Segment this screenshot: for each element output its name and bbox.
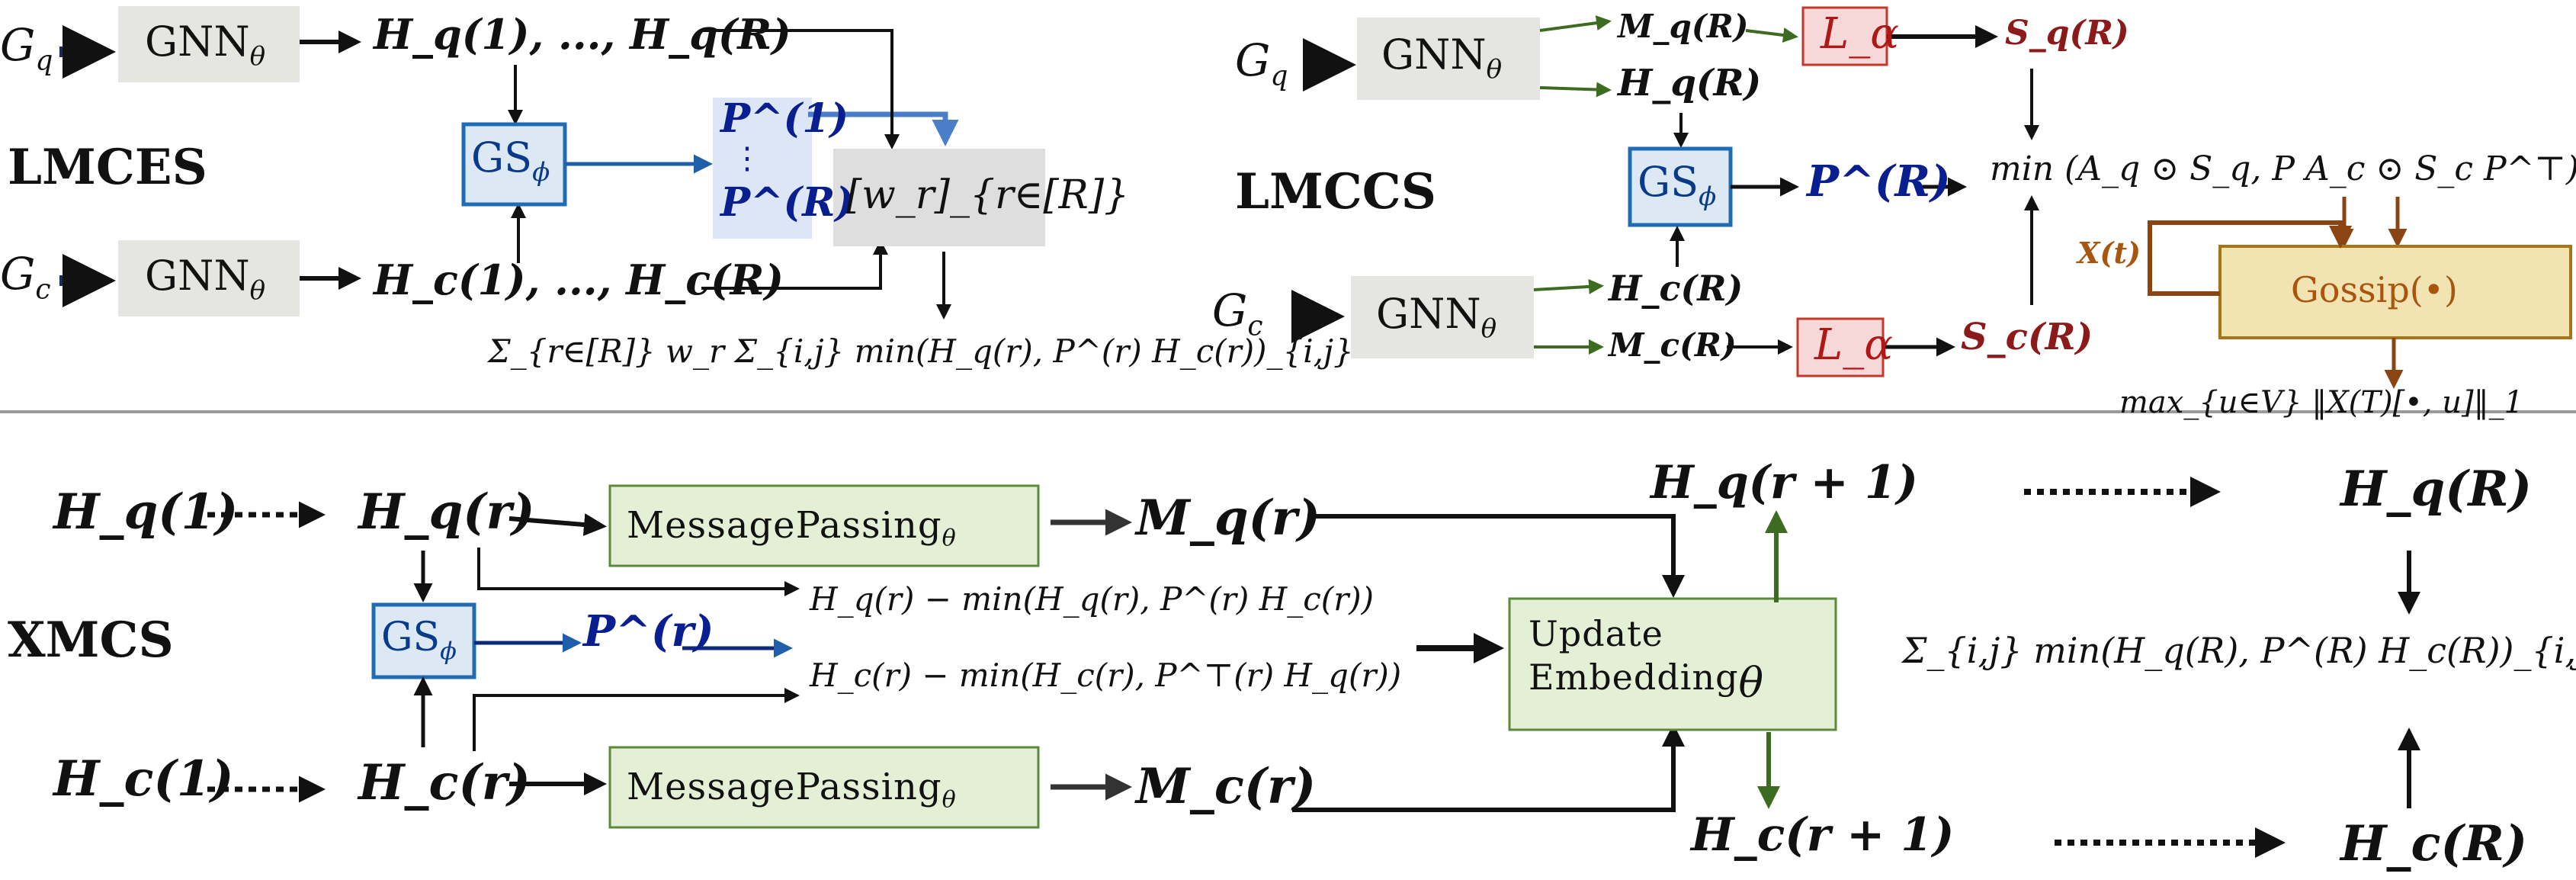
xmcs-expr-c: H_c(r) − min(H_c(r), P^⊤(r) H_q(r)) xyxy=(810,657,1402,694)
lmces-title: LMCES xyxy=(8,139,207,196)
xmcs-hc1: H_c(1) xyxy=(53,750,234,808)
xmcs-hcr: H_c(r) xyxy=(358,754,531,811)
lmccs-xt: X(t) xyxy=(2077,236,2141,270)
lmccs-gc-label: Gc xyxy=(1212,284,1263,342)
lmccs-mq-to-lalpha-arrow xyxy=(1745,27,1798,43)
xmcs-update-line2: Embeddingθ xyxy=(1529,657,1765,708)
lmccs-gnn-q-box xyxy=(1357,18,1540,100)
lmccs-gossip-box xyxy=(2218,245,2572,339)
lmces-hqR-to-wr-arrow xyxy=(701,29,900,149)
lmccs-gnn-q-to-hq-arrow xyxy=(1539,82,1612,98)
lmccs-gnn-c-label: GNNθ xyxy=(1376,290,1497,344)
lmccs-gq-label: Gq xyxy=(1235,34,1288,92)
xmcs-hqr: H_q(r) xyxy=(358,483,535,541)
xmcs-hcR: H_c(R) xyxy=(2340,815,2528,872)
xmcs-mp-c-box xyxy=(608,746,1040,829)
xmcs-p: P^(r) xyxy=(583,606,714,657)
lmccs-sc: S_c(R) xyxy=(1961,316,2093,358)
xmcs-mqr: M_q(r) xyxy=(1136,490,1320,547)
xmcs-mqr-to-update-arrow xyxy=(1307,514,1685,598)
xmcs-hqr-to-mp-arrow xyxy=(508,513,607,536)
xmcs-gs-label: GSϕ xyxy=(381,615,457,666)
lmces-wr-box xyxy=(833,149,1045,246)
lmccs-gs-label: GSϕ xyxy=(1638,158,1717,212)
lmces-p-vdots: ⋮ xyxy=(732,141,762,176)
lmces-hq-sequence: H_q(1), ..., H_q(R) xyxy=(374,10,791,59)
xmcs-hq-next: H_q(r + 1) xyxy=(1651,456,1918,509)
lmccs-gnn-q-to-mq-arrow xyxy=(1539,15,1612,32)
lmccs-hq: H_q(R) xyxy=(1618,62,1762,104)
xmcs-mp-c-label: MessagePassingθ xyxy=(627,766,957,814)
lmces-p-last: P^(R) xyxy=(720,179,855,226)
lmccs-hc: H_c(R) xyxy=(1609,268,1744,309)
xmcs-hqr-to-expr-arrow xyxy=(477,548,800,596)
xmcs-mp-q-label: MessagePassingθ xyxy=(627,504,957,552)
lmccs-gossip-loop-arrow xyxy=(2148,220,2352,296)
lmces-objective: Σ_{r∈[R]} w_r Σ_{i,j} min(H_q(r), P^(r) … xyxy=(488,332,1354,370)
lmces-hcR-to-wr-arrow xyxy=(701,239,888,290)
lmces-gnn-q-label: GNNθ xyxy=(145,18,266,72)
lmccs-max-expr: max_{u∈V} ‖X(T)[•, u]‖_1 xyxy=(2119,385,2524,420)
xmcs-final-expr: Σ_{i,j} min(H_q(R), P^(R) H_c(R))_{i,j}. xyxy=(1902,630,2576,671)
lmccs-sq: S_q(R) xyxy=(2005,14,2129,53)
xmcs-mcr-to-update-arrow xyxy=(1292,724,1685,812)
lmccs-mc: M_c(R) xyxy=(1609,326,1737,364)
lmces-gnn-c-box xyxy=(118,240,300,316)
lmccs-lalpha-c-box xyxy=(1796,317,1885,377)
xmcs-update-box xyxy=(1508,597,1837,731)
lmces-gnn-c-label: GNNθ xyxy=(145,252,266,306)
xmcs-title: XMCS xyxy=(8,612,174,669)
lmces-gq-label: Gq xyxy=(0,19,53,77)
lmces-gc-label: Gc xyxy=(0,248,51,306)
lmces-p-first: P^(1) xyxy=(720,95,849,142)
xmcs-hcr-to-expr-arrow xyxy=(473,688,800,751)
lmccs-gossip-label: Gossip(•) xyxy=(2291,269,2458,310)
lmccs-gnn-q-label: GNNθ xyxy=(1381,31,1503,85)
xmcs-gs-box xyxy=(371,602,476,679)
xmcs-hqR: H_q(R) xyxy=(2340,461,2532,518)
xmcs-expr-q: H_q(r) − min(H_q(r), P^(r) H_c(r)) xyxy=(810,580,1375,618)
xmcs-hc-next: H_c(r + 1) xyxy=(1691,808,1955,862)
lmces-hc-sequence: H_c(1), ..., H_c(R) xyxy=(374,255,784,304)
lmces-wr-label: [w_r]_{r∈[R]} xyxy=(846,172,1130,218)
lmccs-lalpha-q: L_α xyxy=(1821,9,1900,59)
lmces-p1-to-wr-arrow xyxy=(808,111,959,146)
lmccs-min-expr: min (A_q ⊙ S_q, P A_c ⊙ S_c P^⊤) xyxy=(1990,149,2576,188)
lmccs-title: LMCCS xyxy=(1235,163,1436,220)
lmces-gnn-q-box xyxy=(118,6,300,82)
lmccs-gnn-c-box xyxy=(1351,276,1534,358)
lmces-gs-label: GSϕ xyxy=(471,133,550,188)
xmcs-update-line1: Update xyxy=(1529,613,1663,654)
lmces-perm-stack-box xyxy=(713,98,812,239)
xmcs-hq1: H_q(1) xyxy=(53,483,239,541)
xmcs-mp-q-box xyxy=(608,484,1040,567)
lmccs-p: P^(R) xyxy=(1807,156,1951,207)
lmccs-gnn-c-to-hc-arrow xyxy=(1533,278,1604,294)
lmccs-lalpha-c: L_α xyxy=(1814,320,1894,370)
lmccs-mq: M_q(R) xyxy=(1618,8,1749,45)
xmcs-mcr: M_c(r) xyxy=(1136,758,1317,815)
lmces-gs-box xyxy=(461,122,567,207)
